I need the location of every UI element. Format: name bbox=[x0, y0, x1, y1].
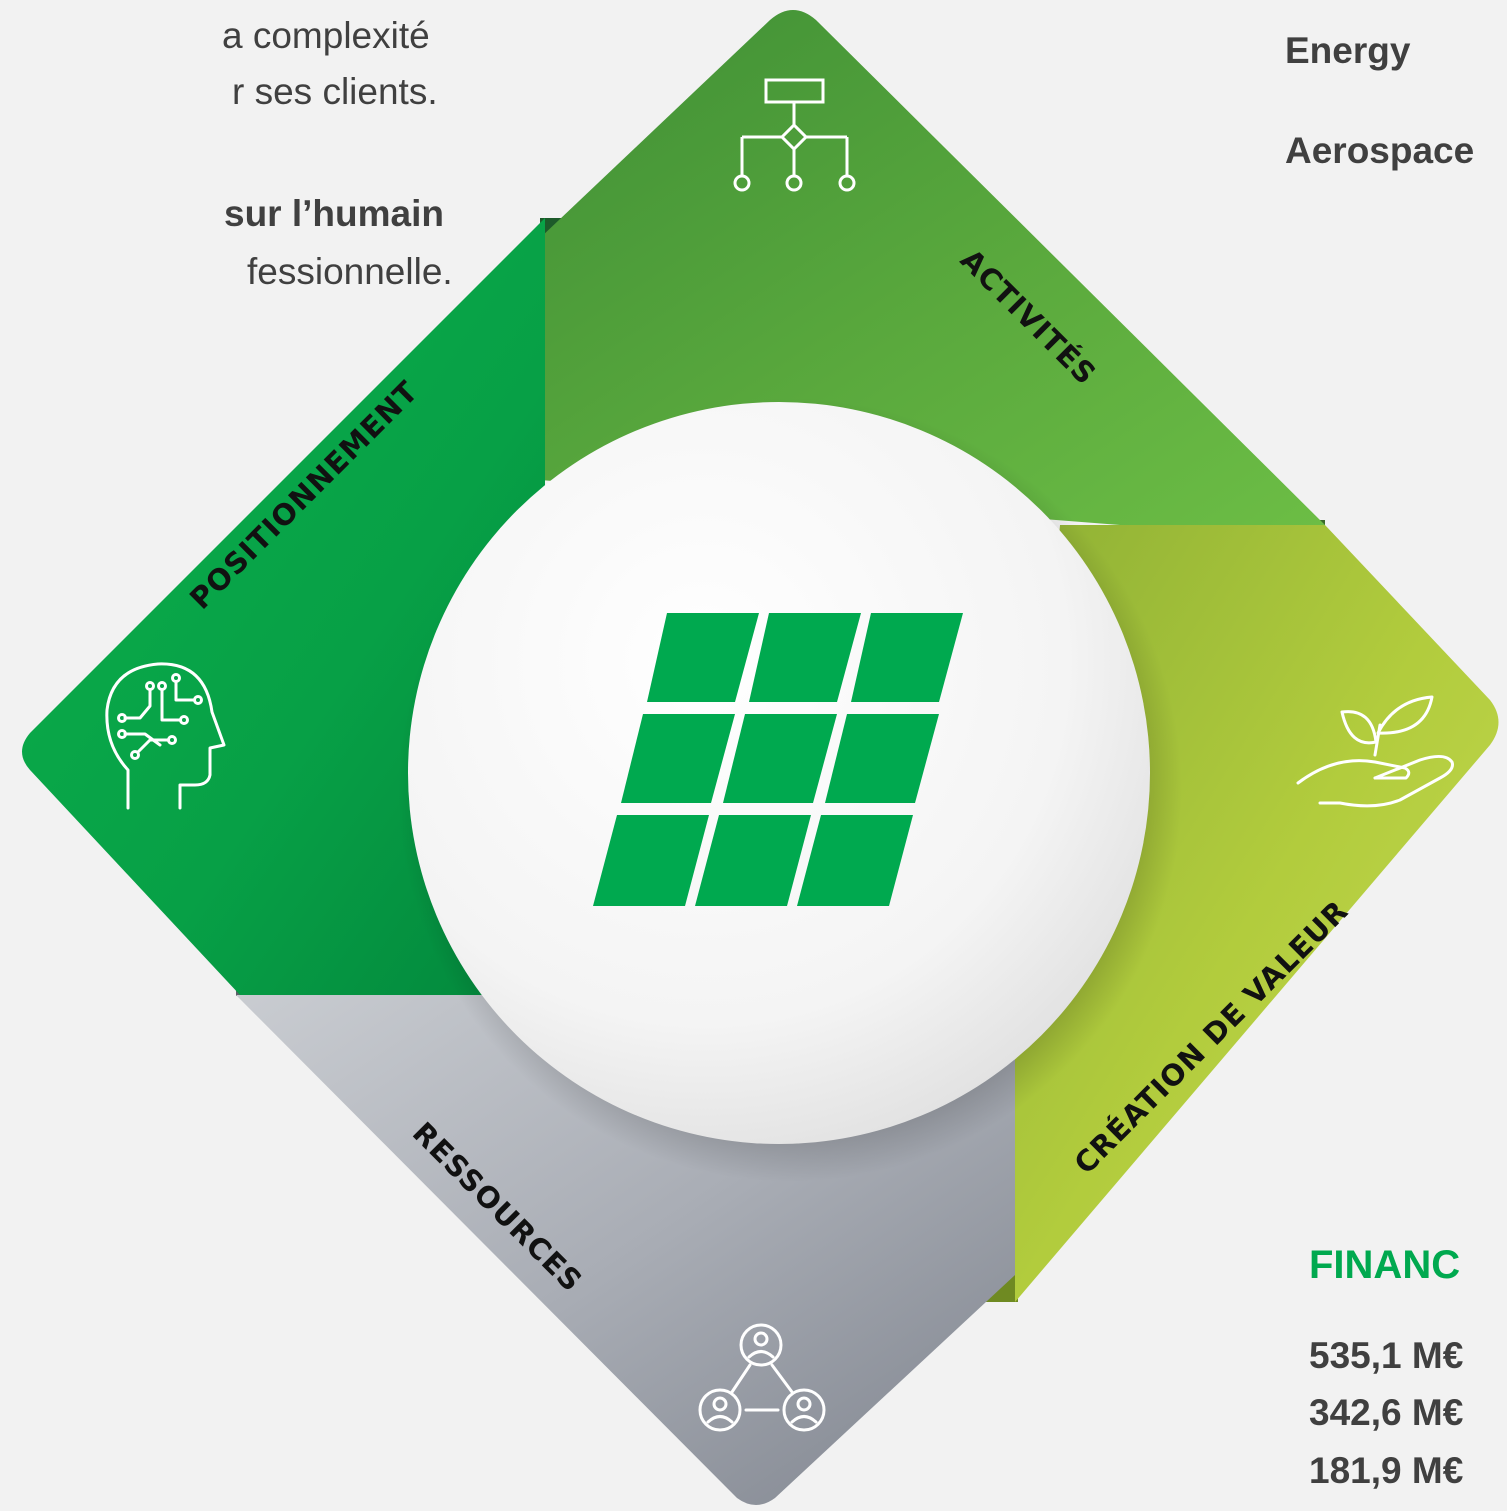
intro-line-4: fessionnelle. bbox=[247, 251, 453, 292]
hand-plant-icon bbox=[1296, 695, 1454, 808]
intro-line-3: sur l’humain bbox=[224, 193, 444, 234]
quadrant-activites bbox=[540, 10, 1325, 525]
intro-line-2: r ses clients. bbox=[232, 71, 438, 112]
finance-value-2: 342,6 M€ bbox=[1309, 1392, 1464, 1433]
finance-value-1: 535,1 M€ bbox=[1309, 1335, 1464, 1376]
finance-heading: FINANC bbox=[1309, 1243, 1461, 1287]
people-network-icon bbox=[698, 1323, 826, 1432]
head-circuit-icon bbox=[105, 662, 226, 810]
sector-aerospace: Aerospace bbox=[1285, 130, 1475, 171]
flowchart-icon bbox=[733, 78, 856, 192]
finance-value-3: 181,9 M€ bbox=[1309, 1450, 1464, 1491]
intro-line-1: a complexité bbox=[222, 15, 430, 56]
solar-panel-logo bbox=[593, 613, 963, 906]
sector-energy: Energy bbox=[1285, 30, 1411, 71]
